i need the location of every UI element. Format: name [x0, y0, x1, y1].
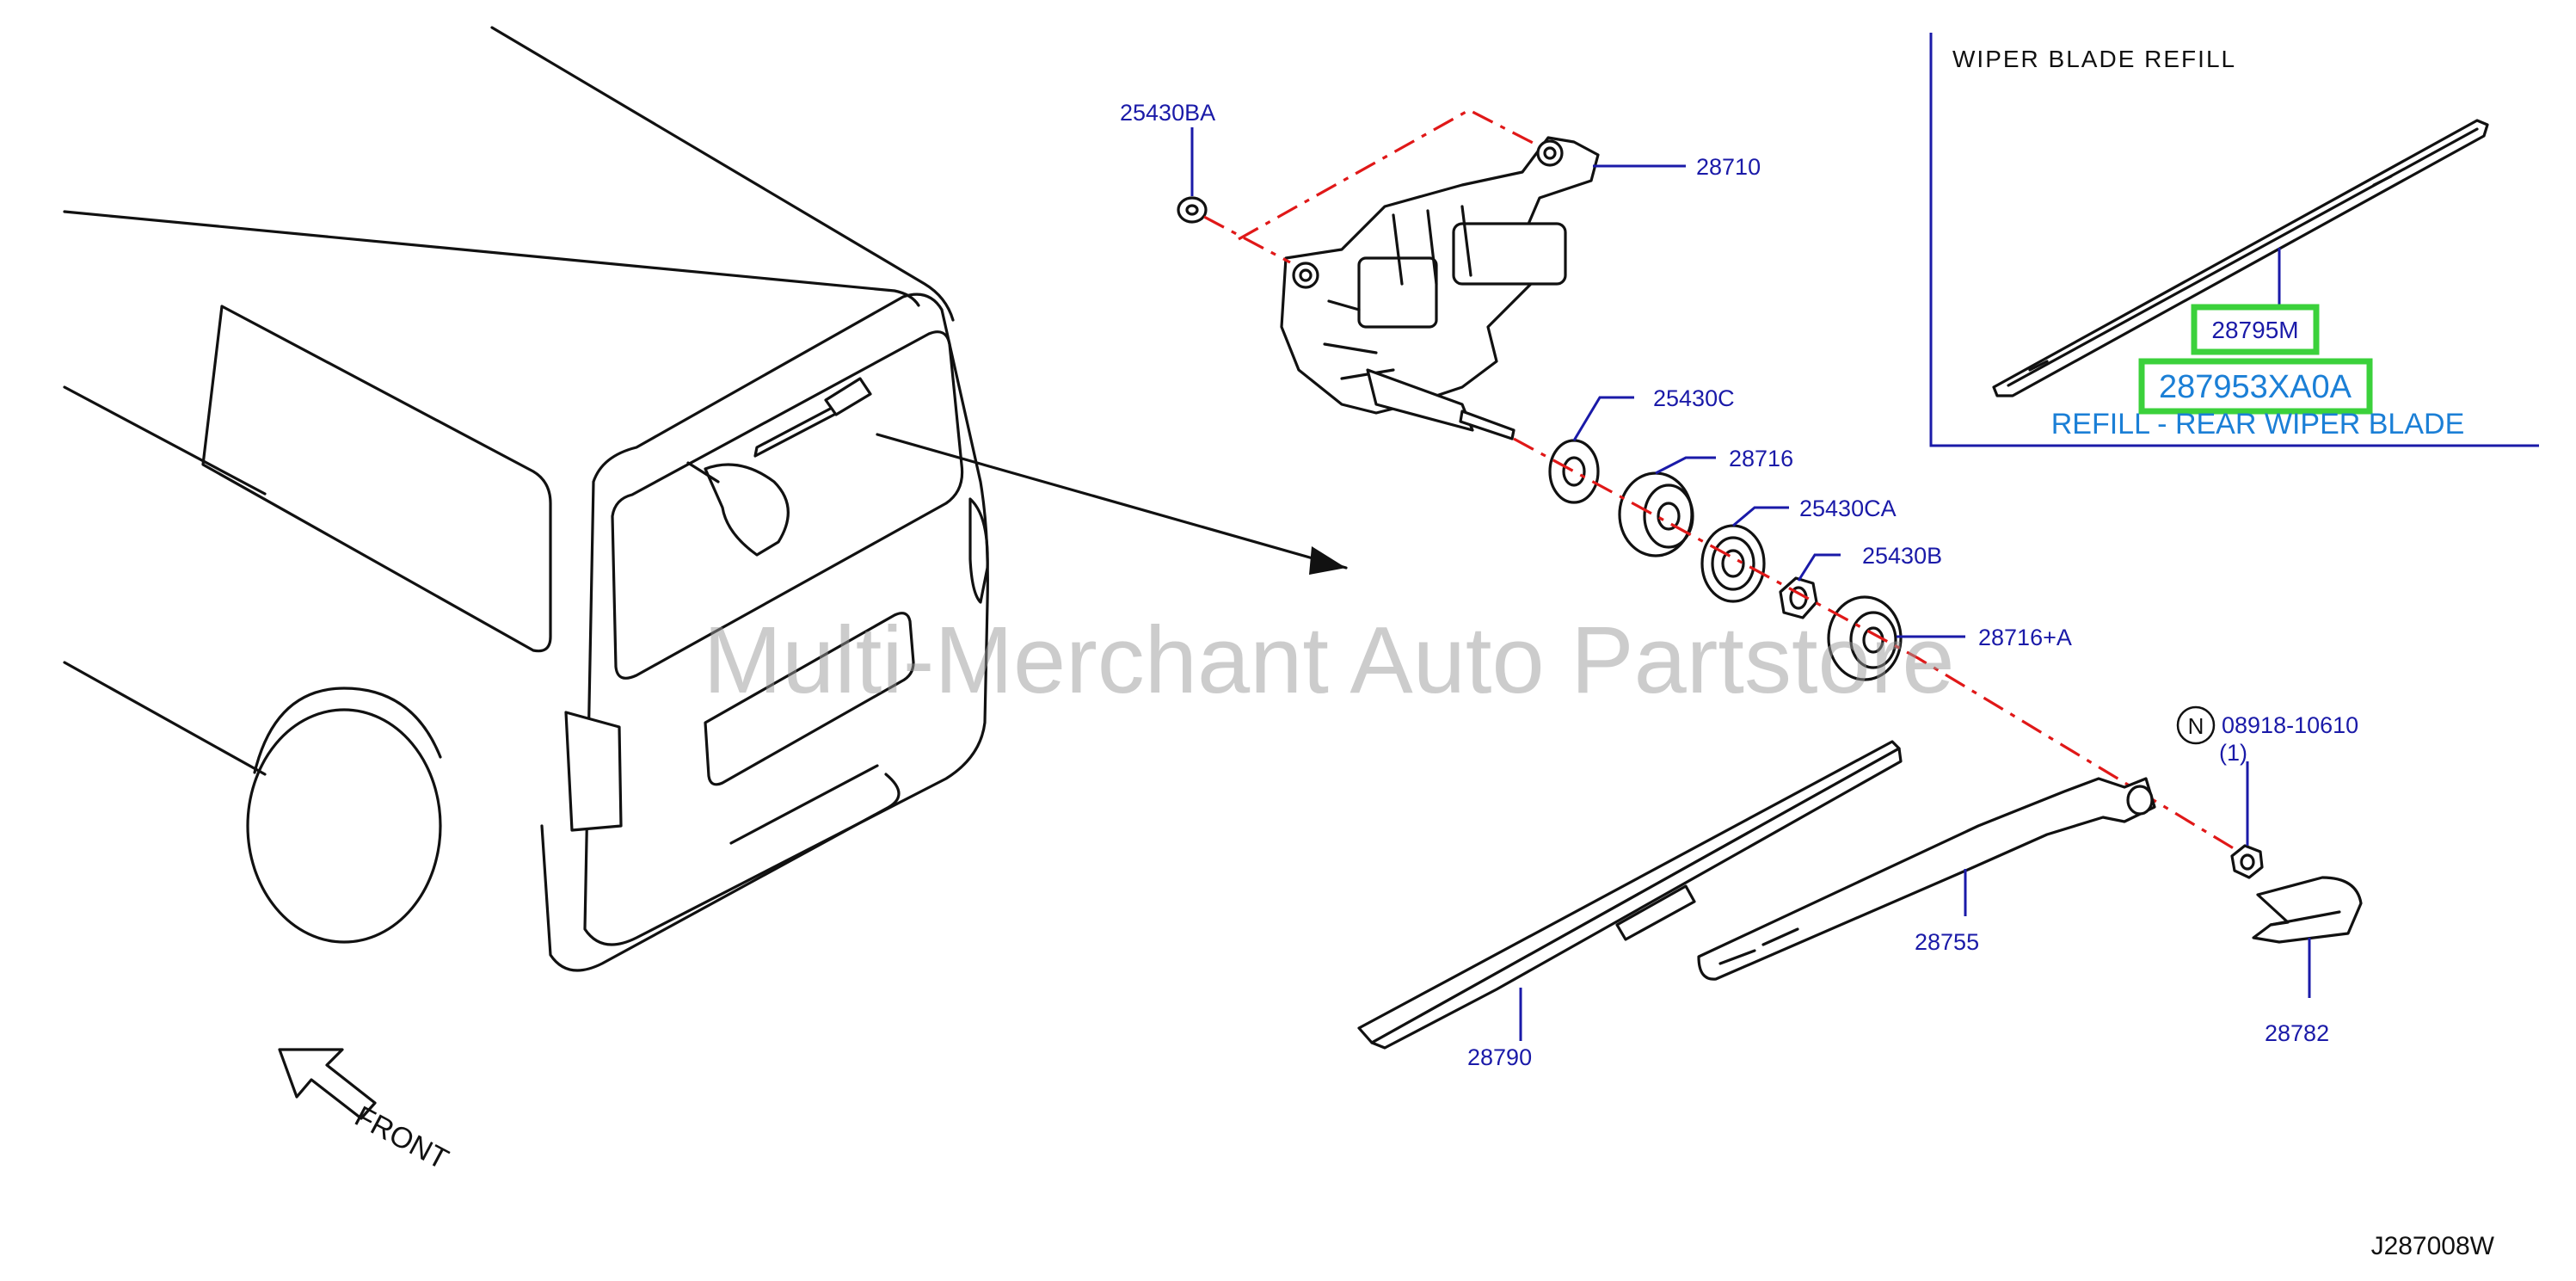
callout-28710: 28710	[1696, 154, 1761, 180]
nut-symbol: N	[2188, 713, 2204, 739]
part-28795M: 28795M	[2211, 317, 2298, 343]
callout-28782: 28782	[2265, 1020, 2329, 1046]
cap-28782	[2252, 876, 2363, 944]
callout-28716A: 28716+A	[1978, 625, 2072, 650]
callout-25430BA: 25430BA	[1120, 100, 1215, 126]
nut-08918-10610	[2230, 844, 2264, 879]
bushing-28716	[1618, 471, 1694, 557]
diagram-code: J287008W	[2371, 1232, 2495, 1260]
watermark: Multi-Merchant Auto Partstore	[703, 607, 1954, 713]
callout-08918-10610: 08918-10610	[2222, 712, 2358, 738]
nut-symbol-circle	[2176, 705, 2216, 745]
washer-25430C	[1548, 439, 1600, 504]
callout-28790: 28790	[1467, 1044, 1532, 1070]
part-287953XA0A-highlight	[2138, 358, 2373, 415]
van-illustration	[63, 26, 1348, 972]
leader-lines	[1190, 127, 2311, 1041]
cap-28716A	[1827, 595, 1903, 681]
wiper-motor-assembly	[1280, 136, 1600, 440]
inset-title: WIPER BLADE REFILL	[1952, 46, 2236, 72]
wiper-blade-28790	[1357, 740, 1903, 1050]
callout-labels: 25430BA 28710 25430C 28716 25430CA 25430…	[1120, 100, 2358, 1070]
part-28795M-highlight	[2191, 304, 2320, 355]
refill-inset: WIPER BLADE REFILL 28795M 287953XA0A REF…	[1929, 33, 2539, 447]
callout-25430C: 25430C	[1653, 385, 1735, 411]
part-287953XA0A: 287953XA0A	[2159, 369, 2352, 405]
refill-description: REFILL - REAR WIPER BLADE	[2051, 408, 2465, 440]
wiper-arm-28755	[1697, 777, 2156, 981]
seal-25430CA	[1700, 524, 1766, 603]
front-label: FRONT	[349, 1100, 453, 1177]
callout-28716: 28716	[1729, 446, 1793, 471]
callout-quantity: (1)	[2219, 740, 2247, 766]
callout-25430B: 25430B	[1862, 543, 1942, 569]
callout-28755: 28755	[1915, 929, 1979, 955]
grommet-25430BA	[1177, 196, 1208, 224]
callout-25430CA: 25430CA	[1799, 496, 1897, 521]
front-direction-arrow: FRONT	[278, 1048, 453, 1177]
alignment-lines	[1203, 108, 2237, 852]
